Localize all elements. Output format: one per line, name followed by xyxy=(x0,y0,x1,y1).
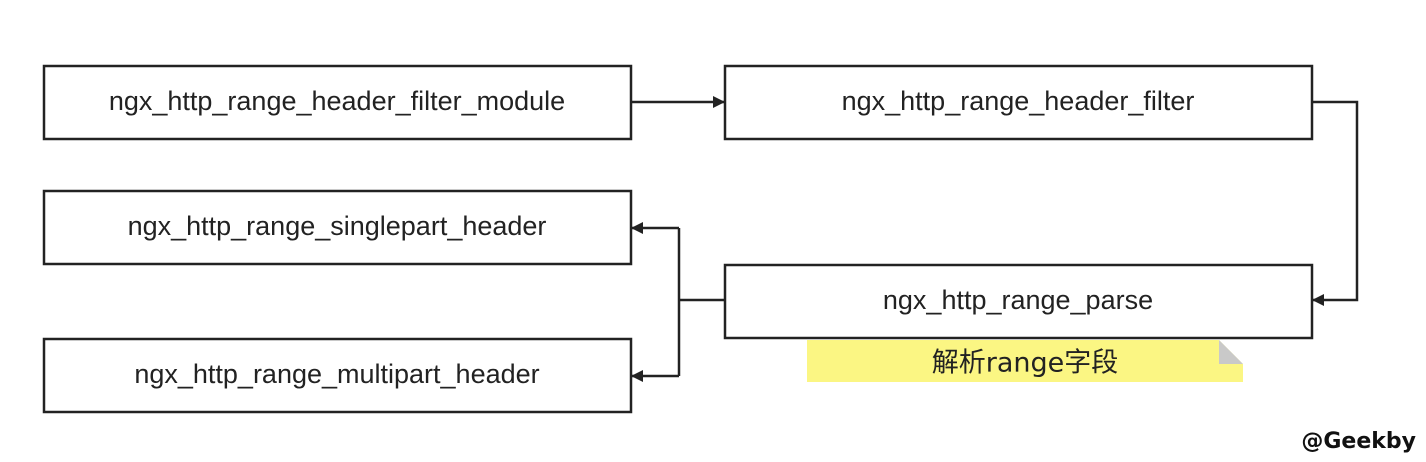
node-header-filter: ngx_http_range_header_filter xyxy=(723,64,1314,141)
node-singlepart-header: ngx_http_range_singlepart_header xyxy=(42,189,633,266)
node-header-filter-label: ngx_http_range_header_filter xyxy=(842,86,1195,116)
node-filter-module-label: ngx_http_range_header_filter_module xyxy=(109,86,565,116)
watermark: @Geekby xyxy=(1301,429,1416,454)
node-filter-module: ngx_http_range_header_filter_module xyxy=(42,64,633,141)
note-fold-corner xyxy=(1219,340,1243,364)
node-range-parse: ngx_http_range_parse xyxy=(723,263,1314,340)
node-range-parse-label: ngx_http_range_parse xyxy=(883,285,1153,315)
node-multipart-header-label: ngx_http_range_multipart_header xyxy=(134,359,539,389)
edge-header-filter-to-parse xyxy=(1312,100,1359,306)
node-singlepart-header-label: ngx_http_range_singlepart_header xyxy=(128,211,547,241)
node-multipart-header: ngx_http_range_multipart_header xyxy=(42,337,633,414)
sticky-note: 解析range字段 xyxy=(807,340,1243,382)
note-text: 解析range字段 xyxy=(932,348,1119,379)
